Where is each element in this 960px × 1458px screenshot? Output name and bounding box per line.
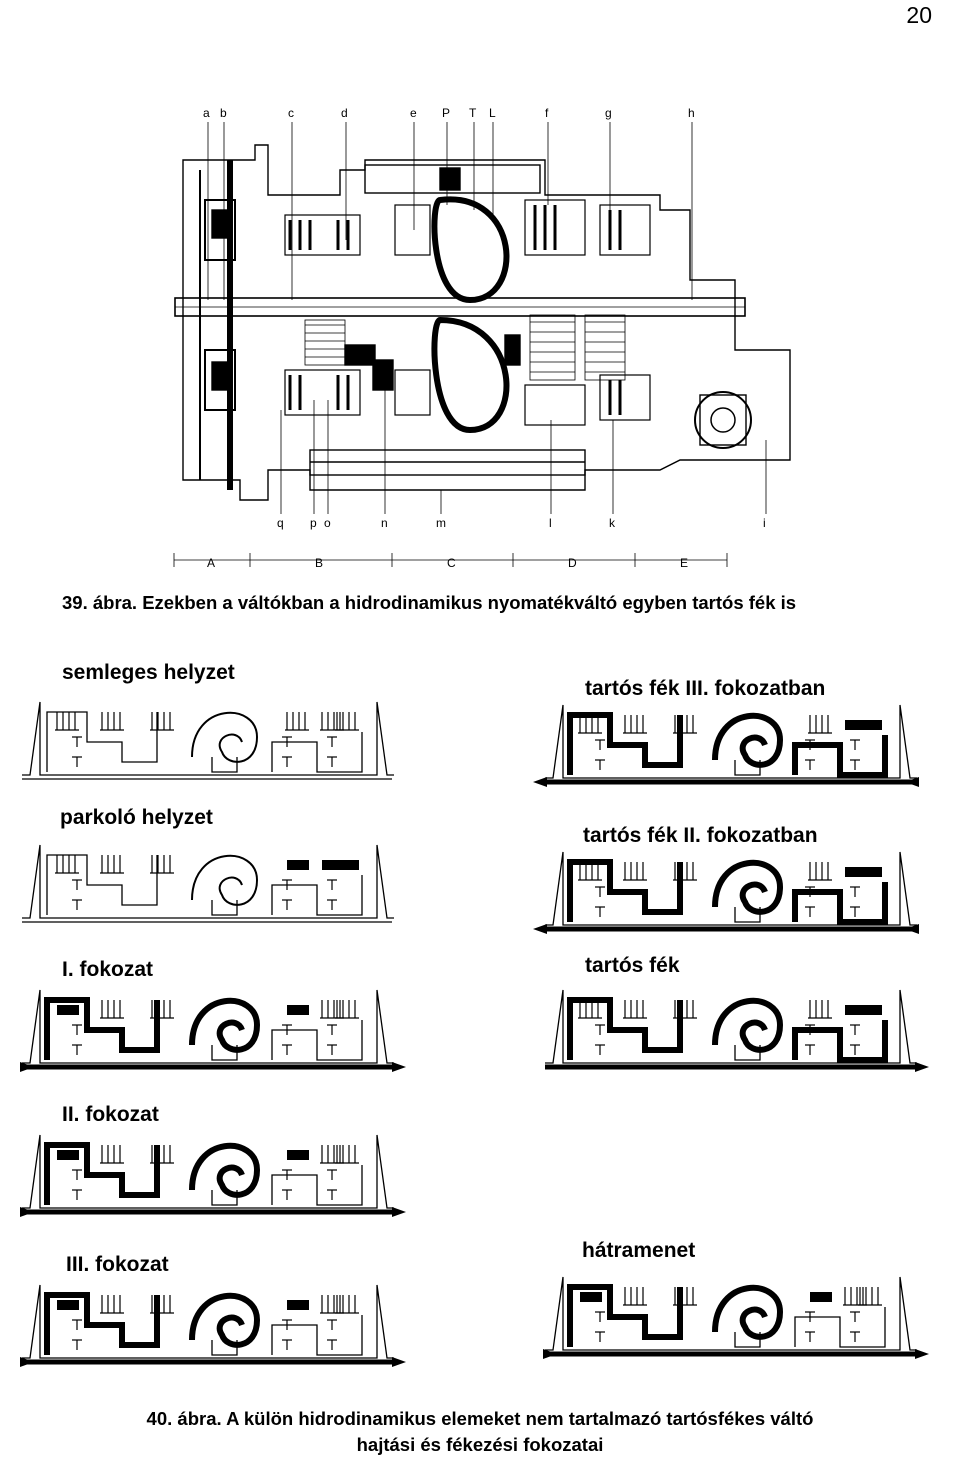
schematic-fok1 bbox=[20, 989, 406, 1072]
page-number: 20 bbox=[906, 2, 932, 28]
panel-title-hatra: hátramenet bbox=[582, 1239, 696, 1262]
label-n: n bbox=[381, 516, 388, 530]
label-P: P bbox=[442, 106, 451, 120]
label-e: e bbox=[410, 106, 417, 120]
schematic-hatra bbox=[543, 1276, 929, 1359]
panel-title-tf: tartós fék bbox=[585, 954, 680, 977]
label-g: g bbox=[605, 106, 612, 120]
section-A: A bbox=[207, 556, 216, 570]
schematic-fok3 bbox=[20, 1284, 406, 1367]
schematic-semleges bbox=[22, 701, 394, 780]
panel-title-tf3: tartós fék III. fokozatban bbox=[585, 677, 826, 700]
label-k: k bbox=[609, 516, 615, 530]
schematic-parkolo bbox=[22, 844, 394, 923]
label-q: q bbox=[277, 516, 284, 530]
panel-title-parkolo: parkoló helyzet bbox=[60, 806, 213, 829]
panel-title-fok2: II. fokozat bbox=[62, 1103, 159, 1126]
label-a: a bbox=[203, 106, 210, 120]
panel-title-semleges: semleges helyzet bbox=[62, 661, 235, 684]
label-f: f bbox=[545, 106, 549, 120]
label-l: l bbox=[549, 516, 552, 530]
section-C: C bbox=[447, 556, 456, 570]
label-m: m bbox=[436, 516, 446, 530]
label-i: i bbox=[763, 516, 766, 530]
section-D: D bbox=[568, 556, 577, 570]
label-c: c bbox=[288, 106, 294, 120]
schematic-tf3 bbox=[533, 704, 919, 787]
schematic-tf bbox=[545, 989, 929, 1072]
figure-40-caption-line2: hajtási és fékezési fokozatai bbox=[356, 1434, 604, 1455]
label-d: d bbox=[341, 106, 348, 120]
schematic-fok2 bbox=[20, 1134, 406, 1217]
figure-40-caption-line1: 40. ábra. A külön hidrodinamikus elemeke… bbox=[146, 1408, 814, 1429]
section-E: E bbox=[680, 556, 689, 570]
label-L: L bbox=[489, 106, 496, 120]
panel-title-tf2: tartós fék II. fokozatban bbox=[583, 824, 818, 847]
label-h: h bbox=[688, 106, 695, 120]
figure-39-caption: 39. ábra. Ezekben a váltókban a hidrodin… bbox=[62, 592, 797, 613]
label-T: T bbox=[469, 106, 477, 120]
section-B: B bbox=[315, 556, 324, 570]
panel-title-fok1: I. fokozat bbox=[62, 958, 154, 981]
label-b: b bbox=[220, 106, 227, 120]
schematic-tf2 bbox=[533, 851, 919, 934]
label-o: o bbox=[324, 516, 331, 530]
label-p: p bbox=[310, 516, 317, 530]
panel-title-fok3: III. fokozat bbox=[66, 1253, 169, 1276]
transmission-cross-section-drawing bbox=[173, 122, 791, 567]
